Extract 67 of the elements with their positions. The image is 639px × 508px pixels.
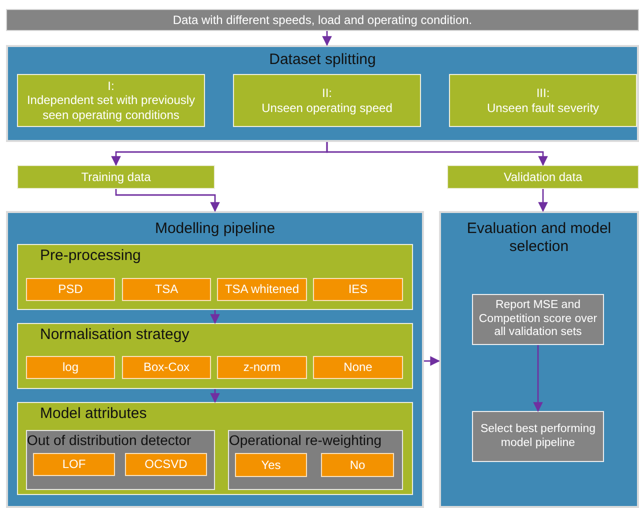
panel-title: Evaluation and model selection (466, 220, 612, 256)
section-title: Model attributes (40, 405, 147, 423)
box-label: Report MSE and Competition score over all validation sets (478, 298, 598, 340)
process-box (472, 411, 604, 462)
section-panel (17, 323, 413, 389)
arrow (210, 389, 220, 403)
option-label: Yes (261, 458, 281, 472)
option-box (26, 278, 115, 301)
arrow (210, 310, 220, 324)
process-box (449, 74, 637, 127)
stage-panel (439, 211, 639, 508)
box-label: Unseen fault severity (486, 100, 600, 115)
option-label: OCSVD (144, 457, 188, 472)
process-box (17, 165, 215, 189)
option-label: No (350, 458, 366, 472)
input-banner (6, 9, 639, 31)
option-label: Box-Cox (143, 360, 190, 375)
option-box (235, 453, 307, 477)
roman-numeral: I: (108, 78, 114, 94)
arrow (538, 189, 548, 212)
option-label: PSD (58, 282, 83, 297)
arrow (326, 142, 548, 166)
process-box (447, 165, 639, 189)
section-panel (17, 402, 413, 495)
option-label: TSA whitened (224, 282, 300, 297)
option-box (122, 356, 211, 379)
arrow (115, 189, 220, 212)
option-box (33, 453, 115, 476)
option-label: TSA (154, 282, 178, 297)
stage-panel (6, 211, 424, 508)
option-box (217, 356, 307, 379)
option-box (26, 356, 115, 379)
option-label: log (62, 360, 78, 375)
panel-title: Dataset splitting (269, 51, 376, 69)
box-label: Training data (81, 170, 151, 184)
option-box (125, 453, 207, 476)
banner-text: Data with different speeds, load and operating condition. (172, 12, 472, 28)
option-box (321, 453, 394, 477)
option-box (313, 278, 403, 301)
section-title: Pre-processing (40, 247, 141, 265)
roman-numeral: II: (322, 86, 332, 100)
box-label: Validation data (504, 170, 582, 184)
stage-panel (6, 45, 639, 142)
box-label: Independent set with previously seen operating conditions (26, 93, 196, 122)
group-panel (228, 430, 403, 490)
option-box (313, 356, 403, 379)
process-box (17, 74, 205, 127)
option-box (217, 278, 307, 301)
arrow (322, 31, 332, 46)
panel-title: Modelling pipeline (154, 220, 276, 238)
option-label: LOF (62, 457, 86, 472)
arrow (533, 345, 543, 412)
option-label: IES (348, 282, 368, 297)
box-label: Select best performing model pipeline (479, 422, 597, 450)
option-label: None (344, 360, 372, 375)
option-label: z-norm (243, 360, 281, 375)
group-title: Out of distribution detector (27, 432, 192, 449)
box-label: Unseen operating speed (262, 100, 392, 115)
arrow (424, 356, 440, 366)
section-panel (17, 244, 413, 310)
option-box (122, 278, 211, 301)
process-box (472, 294, 604, 345)
process-box (233, 74, 421, 127)
group-panel (26, 430, 215, 490)
section-title: Normalisation strategy (40, 326, 190, 344)
group-title: Operational re-weighting (229, 432, 382, 449)
roman-numeral: III: (536, 86, 550, 100)
